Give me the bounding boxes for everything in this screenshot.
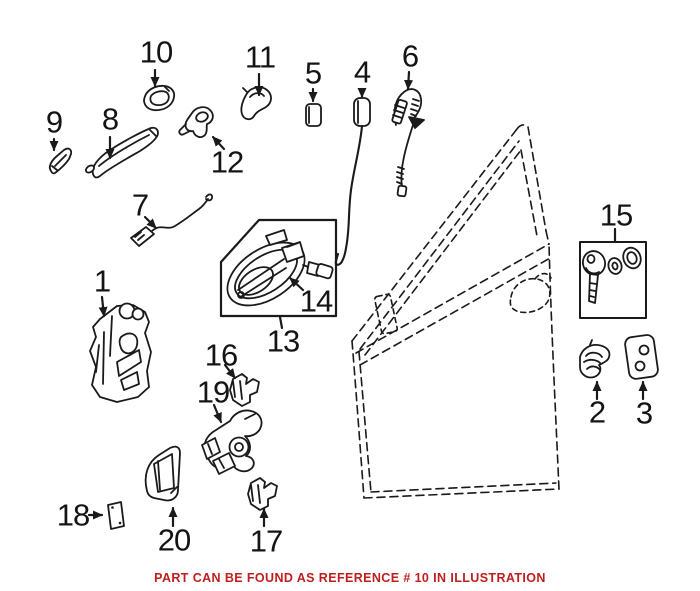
ref-label-9: 9: [45, 104, 63, 140]
ref-15-box: [579, 241, 647, 319]
part-11-cover-cap-drawing: [240, 86, 272, 121]
ref-label-11: 11: [244, 39, 276, 75]
ref-label-15: 15: [599, 197, 633, 233]
part-13-interior-handle-drawing: [226, 229, 306, 307]
ref-label-19: 19: [196, 374, 230, 410]
part-14-lock-screw-drawing: [302, 261, 334, 280]
ref-label-13: 13: [266, 323, 300, 359]
part-10-handle-gasket-drawing: [143, 84, 176, 112]
part-6-bowden-cable-drawing: [391, 88, 425, 198]
part-16-bracket-drawing: [229, 373, 260, 407]
ref-label-18: 18: [56, 497, 90, 533]
arrow-to-part-6: [404, 70, 414, 91]
arrow-to-part-14: [288, 276, 305, 292]
ref-label-12: 12: [210, 144, 244, 180]
ref-label-6: 6: [401, 38, 419, 74]
arrow-to-part-12: [211, 135, 226, 151]
part-15-lock-cylinder-keys-drawing: [582, 246, 642, 304]
part-1-door-lock-drawing: [89, 302, 152, 403]
part-2-striker-drawing: [579, 339, 611, 379]
part-9-cover-cap-drawing: [48, 147, 73, 175]
part-20-boot-drawing: [144, 445, 181, 502]
arrow-to-part-1: [98, 295, 108, 318]
leader-to-box-13: [278, 315, 284, 330]
part-8-exterior-handle-drawing: [85, 126, 159, 179]
ref-label-14: 14: [299, 283, 333, 319]
arrow-to-part-16: [223, 363, 237, 380]
ref-label-16: 16: [204, 337, 238, 373]
ref-label-1: 1: [93, 263, 111, 299]
ref-label-7: 7: [131, 187, 149, 223]
door-outline-drawing: [351, 124, 560, 499]
part-3-plate-drawing: [624, 334, 659, 380]
ref-label-2: 2: [588, 394, 606, 430]
ref-label-17: 17: [249, 523, 283, 559]
arrow-to-part-7: [143, 215, 158, 230]
part-5-grommet-drawing: [305, 103, 322, 127]
part-19-door-check-drawing: [201, 409, 263, 475]
ref-13-box: [219, 218, 338, 318]
part-4-lock-rod-drawing: [334, 97, 371, 266]
ref-label-4: 4: [353, 54, 371, 90]
part-17-bracket-drawing: [247, 477, 278, 511]
ref-label-8: 8: [101, 101, 119, 137]
ref-label-10: 10: [139, 34, 173, 70]
part-18-plate-drawing: [107, 501, 125, 530]
part-12-handle-carrier-drawing: [178, 106, 214, 138]
arrow-to-part-19: [212, 403, 223, 424]
part-7-cable-drawing: [130, 193, 214, 247]
ref-label-3: 3: [635, 395, 653, 431]
ref-label-20: 20: [157, 522, 191, 558]
reference-caption: PART CAN BE FOUND AS REFERENCE # 10 IN I…: [154, 571, 546, 585]
ref-label-5: 5: [304, 55, 322, 91]
